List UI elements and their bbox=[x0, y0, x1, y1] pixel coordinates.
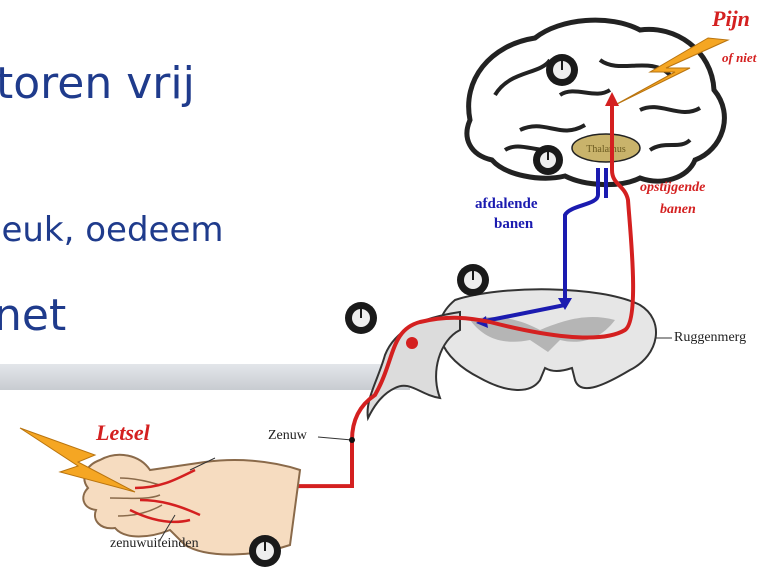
nerve-root bbox=[368, 312, 460, 418]
ascending-label-line-2: banen bbox=[660, 202, 696, 218]
volume-knob-icon bbox=[457, 264, 489, 296]
volume-knob-icon bbox=[533, 145, 563, 175]
injury-label: Letsel bbox=[96, 420, 150, 446]
or-not-label: of niet bbox=[722, 50, 756, 66]
descending-label-line-2: banen bbox=[494, 216, 533, 233]
spinal-cord-label: Ruggenmerg bbox=[674, 330, 746, 346]
descending-label-line-1: afdalende bbox=[475, 196, 538, 213]
nerve-label: Zenuw bbox=[268, 428, 307, 444]
pain-label: Pijn bbox=[712, 6, 750, 32]
thalamus-label: Thalamus bbox=[586, 144, 626, 155]
volume-knob-icon bbox=[345, 302, 377, 334]
volume-knob-icon bbox=[546, 54, 578, 86]
ascending-label-line-1: opstijgende bbox=[640, 180, 705, 196]
spinal-cord bbox=[439, 289, 656, 390]
nerve-endings-label: zenuwuiteinden bbox=[110, 536, 199, 552]
volume-knob-icon bbox=[249, 535, 281, 567]
